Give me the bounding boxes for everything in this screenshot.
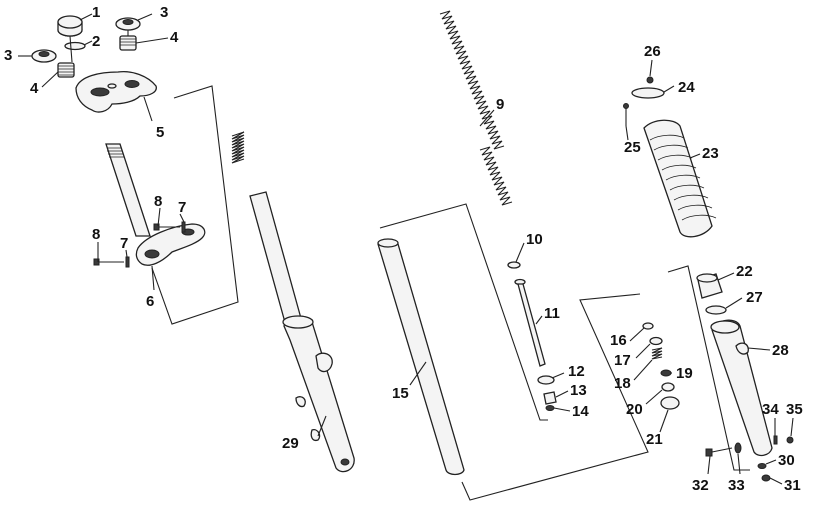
callout-3-left: 3 xyxy=(4,47,12,64)
part-23-dust-boot xyxy=(643,119,717,238)
callout-31: 31 xyxy=(784,477,801,494)
part-13-seat xyxy=(543,391,557,405)
callout-13: 13 xyxy=(570,382,587,399)
callout-20: 20 xyxy=(626,401,643,418)
part-3-nut-left xyxy=(31,49,57,63)
callout-24: 24 xyxy=(678,79,695,96)
callout-8-left: 8 xyxy=(92,226,100,243)
part-29-fork-leg xyxy=(231,131,355,473)
part-6-lower-clamp xyxy=(135,223,206,266)
part-9-spring xyxy=(439,10,513,206)
part-3-nut-right xyxy=(115,17,141,31)
part-26-screw xyxy=(646,76,654,84)
part-25-pin xyxy=(623,103,629,126)
callout-28: 28 xyxy=(772,342,789,359)
part-18-spring xyxy=(651,347,663,360)
callout-1: 1 xyxy=(92,4,100,21)
callout-27: 27 xyxy=(746,289,763,306)
callout-17: 17 xyxy=(614,352,631,369)
callout-5: 5 xyxy=(156,124,164,141)
part-17-washer xyxy=(649,336,663,346)
callout-7-right: 7 xyxy=(178,199,186,216)
callout-3-right: 3 xyxy=(160,4,168,21)
part-32-bolt xyxy=(705,447,733,457)
callout-9: 9 xyxy=(496,96,504,113)
part-11-damper-rod xyxy=(514,278,546,367)
steering-stem-group xyxy=(93,85,239,325)
callout-21: 21 xyxy=(646,431,663,448)
callout-7-left: 7 xyxy=(120,235,128,252)
callout-10: 10 xyxy=(526,231,543,248)
callout-32: 32 xyxy=(692,477,709,494)
callout-33: 33 xyxy=(728,477,745,494)
part-7-washer-right xyxy=(181,221,186,233)
part-4-bushing-left xyxy=(57,62,75,78)
group-bracket-right xyxy=(667,265,750,471)
callout-18: 18 xyxy=(614,375,631,392)
part-33-washer xyxy=(734,442,742,454)
part-27-washer xyxy=(705,305,727,315)
callout-6: 6 xyxy=(146,293,154,310)
callout-4-right: 4 xyxy=(170,29,179,46)
part-16-ring xyxy=(642,322,654,330)
callout-8-right: 8 xyxy=(154,193,162,210)
callout-2: 2 xyxy=(92,33,100,50)
part-15-fork-tube xyxy=(377,203,649,501)
leader-lines xyxy=(18,13,794,485)
callout-26: 26 xyxy=(644,43,661,60)
part-35-screw xyxy=(786,436,794,444)
hardware-group xyxy=(705,435,794,482)
part-8-bolt-left xyxy=(93,258,124,266)
part-19-ring xyxy=(660,369,672,377)
group-bracket-bottom xyxy=(461,293,649,501)
part-10-ring xyxy=(507,261,521,269)
part-12-piston xyxy=(537,375,555,385)
part-5-upper-clamp xyxy=(75,70,157,113)
callout-16: 16 xyxy=(610,332,627,349)
part-28-fork-slider xyxy=(710,319,773,457)
group-bracket-middle xyxy=(379,203,548,421)
part-30-washer xyxy=(757,463,767,469)
callout-14: 14 xyxy=(572,403,589,420)
callout-22: 22 xyxy=(736,263,753,280)
steering-head-group xyxy=(31,15,157,113)
boot-group xyxy=(623,76,750,471)
part-31-nut xyxy=(761,474,771,482)
part-22-cap xyxy=(696,273,723,299)
callout-12: 12 xyxy=(568,363,585,380)
callout-23: 23 xyxy=(702,145,719,162)
callout-19: 19 xyxy=(676,365,693,382)
part-2-washer xyxy=(64,41,86,51)
callout-29: 29 xyxy=(282,435,299,452)
part-4-bushing-right xyxy=(119,35,137,51)
part-1-cap xyxy=(57,15,83,37)
part-14-washer xyxy=(545,405,555,411)
callout-34: 34 xyxy=(762,401,779,418)
part-20-cup xyxy=(661,382,675,392)
callout-35: 35 xyxy=(786,401,803,418)
callout-11: 11 xyxy=(544,305,560,322)
callout-15: 15 xyxy=(392,385,409,402)
part-21-seal xyxy=(660,396,680,410)
part-7-washer-left xyxy=(125,256,130,268)
callout-30: 30 xyxy=(778,452,795,469)
part-24-clamp xyxy=(631,87,665,99)
callout-25: 25 xyxy=(624,139,641,156)
part-8-bolt-right xyxy=(153,223,180,231)
damper-rod-group xyxy=(507,261,557,411)
group-bracket-left xyxy=(151,85,239,325)
valve-parts-group xyxy=(642,322,680,410)
steering-stem-tube xyxy=(105,143,151,237)
part-34-pin xyxy=(773,435,778,445)
callout-labels: 1 2 3 3 4 4 5 6 7 7 8 8 9 10 11 12 13 14… xyxy=(4,4,803,494)
callout-4-left: 4 xyxy=(30,80,39,97)
